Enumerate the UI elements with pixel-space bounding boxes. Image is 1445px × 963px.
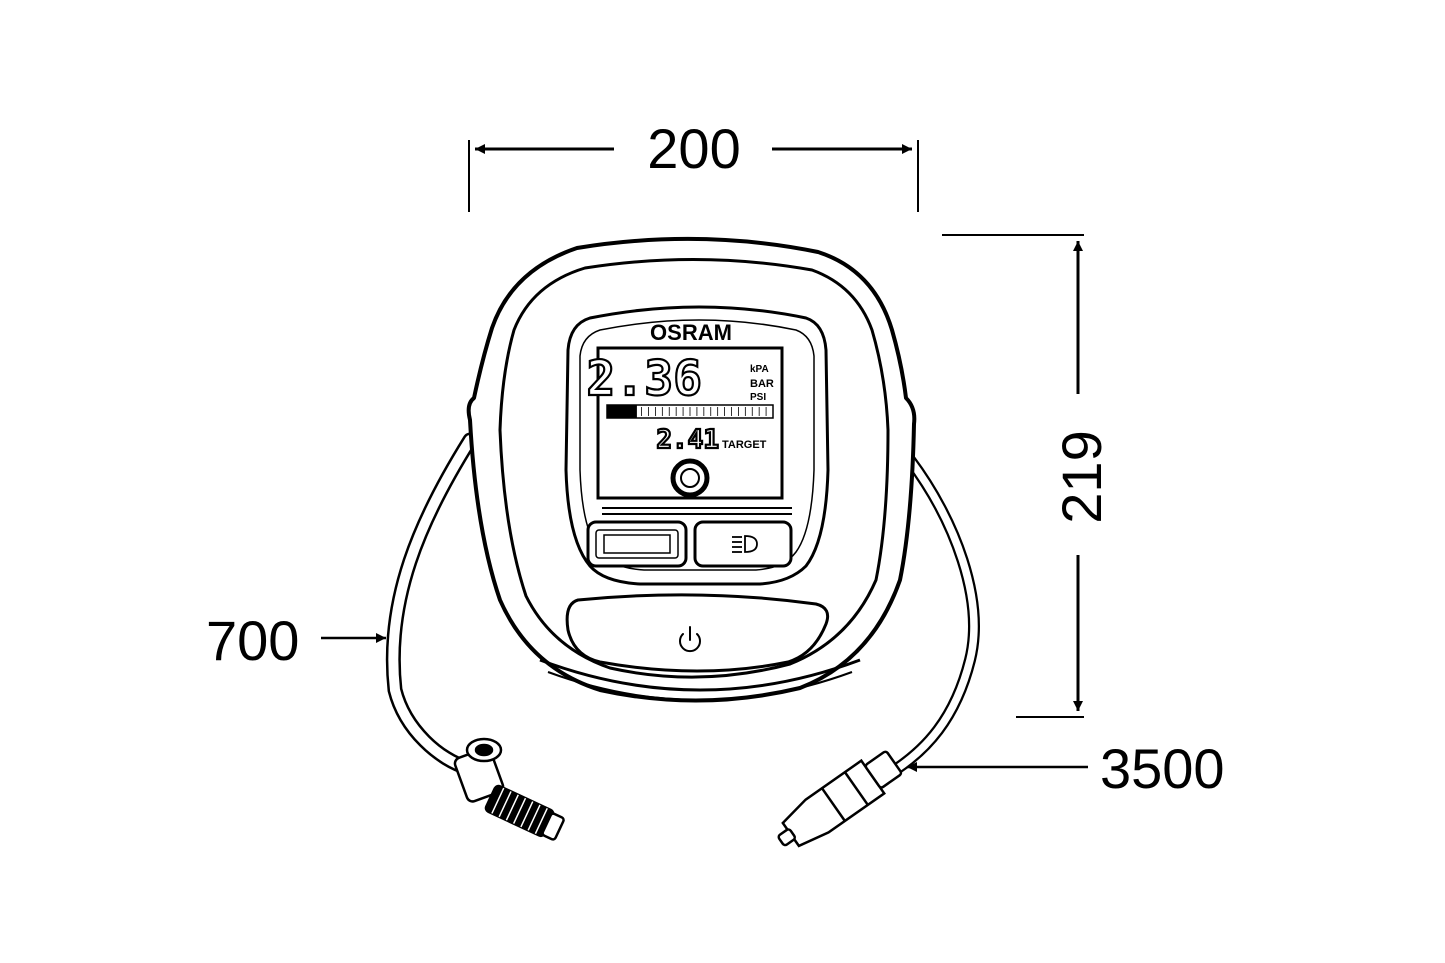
- target-label: TARGET: [722, 439, 767, 451]
- car-plug-icon: [777, 750, 903, 848]
- selector-knob[interactable]: [670, 458, 710, 498]
- width-dimension: 200: [468, 117, 919, 212]
- unit-psi-label: PSI: [750, 392, 766, 403]
- current-pressure-value: 2.36: [586, 351, 702, 407]
- hose-dimension: 700: [206, 609, 386, 672]
- power-icon: [679, 626, 701, 653]
- light-button[interactable]: [693, 520, 793, 568]
- width-label: 200: [647, 117, 740, 180]
- brand-logo: OSRAM: [650, 320, 732, 345]
- pressure-bar-fill: [607, 405, 637, 418]
- mode-button[interactable]: [586, 520, 688, 568]
- valve-connector-icon: [453, 737, 565, 841]
- hose-length-label: 700: [206, 609, 299, 672]
- cable-length-label: 3500: [1100, 737, 1225, 800]
- height-dimension: 219: [942, 234, 1113, 718]
- cable-dimension: 3500: [907, 737, 1225, 800]
- air-hose: [385, 432, 478, 776]
- target-pressure-value: 2.41: [656, 425, 719, 455]
- unit-bar-label: BAR: [750, 378, 774, 390]
- headlight-icon: [732, 535, 758, 553]
- power-button[interactable]: [565, 593, 830, 673]
- unit-kpa-label: kPA: [750, 364, 769, 375]
- mode-display-icon: [603, 534, 671, 554]
- power-cable: [889, 454, 980, 776]
- height-label: 219: [1050, 430, 1113, 523]
